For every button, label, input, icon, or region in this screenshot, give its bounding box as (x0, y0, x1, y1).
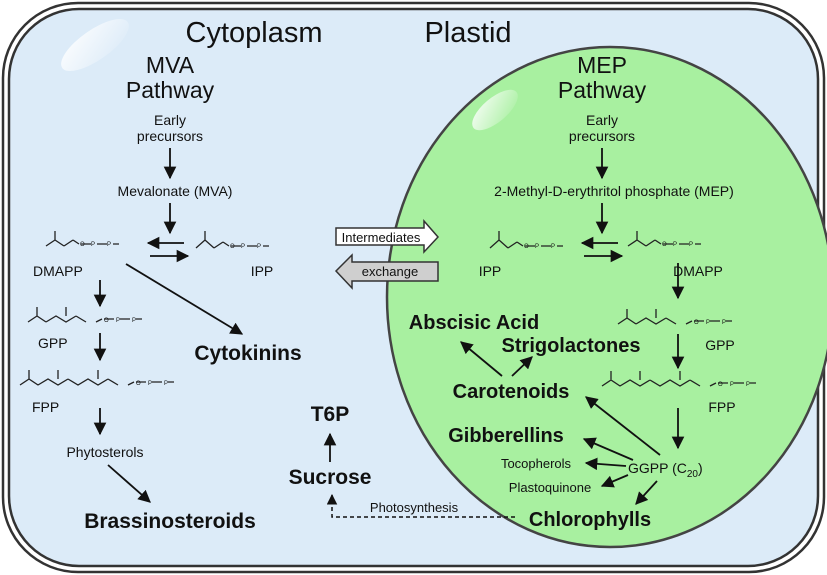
fpp-label-cyto: FPP (32, 399, 59, 415)
svg-text:P: P (673, 242, 677, 248)
cytokinins-label: Cytokinins (194, 342, 301, 365)
chlorophylls-label: Chlorophylls (529, 509, 651, 531)
svg-text:P: P (116, 318, 120, 324)
svg-text:O: O (662, 242, 667, 248)
svg-text:P: P (107, 242, 111, 248)
mep-early-line2: precursors (569, 128, 635, 144)
mva-arrow-dmapp-to-cytokinins (125, 263, 244, 335)
plastid-label: Plastid (424, 17, 511, 49)
svg-text:P: P (164, 381, 168, 387)
mep-title-line2: Pathway (558, 77, 647, 103)
svg-text:O: O (524, 244, 529, 250)
svg-text:P: P (91, 242, 95, 248)
ipp-label-plastid: IPP (479, 263, 502, 279)
ipp-label-cyto: IPP (251, 263, 274, 279)
svg-text:P: P (551, 244, 555, 250)
svg-text:P: P (722, 320, 726, 326)
intermediates-exchange-arrows: Intermediates exchange (334, 219, 440, 290)
gpp-label-plastid: GPP (705, 337, 735, 353)
strigolactones-label: Strigolactones (502, 335, 641, 357)
dmapp-label-cyto: DMAPP (33, 263, 83, 279)
mep-full-label: 2-Methyl-D-erythritol phosphate (MEP) (494, 183, 734, 199)
cytoplasm-label: Cytoplasm (186, 17, 323, 49)
dmapp-label-plastid: DMAPP (673, 263, 723, 279)
mva-title-line2: Pathway (126, 77, 215, 103)
svg-text:P: P (706, 320, 710, 326)
brassinosteroids-label: Brassinosteroids (84, 510, 256, 533)
mep-early-line1: Early (586, 112, 618, 128)
svg-text:P: P (689, 242, 693, 248)
exchange-top-label: Intermediates (342, 230, 421, 245)
svg-text:P: P (746, 382, 750, 388)
gibberellins-label: Gibberellins (448, 425, 564, 447)
mevalonate-label: Mevalonate (MVA) (118, 183, 233, 199)
arrow-ggpp-to-tocopherols (584, 457, 627, 471)
arrow-carotenoids-to-strigolactones (511, 356, 533, 377)
plastid-gloss-highlight (472, 89, 518, 131)
arrow-ggpp-to-carotenoids (585, 396, 661, 456)
exchange-arrow-left (334, 253, 439, 290)
svg-text:P: P (730, 382, 734, 388)
sucrose-label: Sucrose (289, 466, 372, 489)
svg-text:P: P (132, 318, 136, 324)
photosynthesis-dashed-arrow (326, 493, 515, 518)
t6p-label: T6P (311, 403, 350, 426)
ggpp-label: GGPP (C20) (628, 460, 703, 480)
plastid-organelle (385, 45, 827, 549)
fpp-label-plastid: FPP (708, 399, 735, 415)
svg-text:P: P (535, 244, 539, 250)
arrow-carotenoids-to-abscisic (460, 341, 503, 377)
svg-text:O: O (80, 242, 85, 248)
svg-text:P: P (148, 381, 152, 387)
mva-early-line1: Early (154, 112, 186, 128)
mva-arrow-phytosterols-to-brassinosteroids (107, 464, 151, 503)
exchange-bottom-label: exchange (362, 264, 418, 279)
arrow-ggpp-to-chlorophylls (635, 480, 658, 505)
svg-text:O: O (104, 318, 109, 324)
abscisic-acid-label: Abscisic Acid (409, 312, 539, 334)
mep-title-line1: MEP (577, 52, 627, 78)
svg-text:O: O (694, 320, 699, 326)
gpp-label-cyto: GPP (38, 335, 68, 351)
tocopherols-label: Tocopherols (501, 456, 572, 471)
svg-text:O: O (136, 381, 141, 387)
exchange-arrow-right (335, 219, 440, 254)
phytosterols-label: Phytosterols (66, 444, 143, 460)
svg-text:P: P (257, 244, 261, 250)
svg-text:P: P (241, 244, 245, 250)
photosynthesis-label: Photosynthesis (370, 500, 459, 515)
arrow-ggpp-to-gibberellins (582, 437, 634, 461)
carotenoids-label: Carotenoids (453, 381, 570, 403)
plastoquinone-label: Plastoquinone (509, 480, 591, 495)
mva-early-line2: precursors (137, 128, 203, 144)
arrow-ggpp-to-plastoquinone (600, 474, 629, 488)
mva-title-line1: MVA (146, 52, 195, 78)
svg-text:O: O (718, 382, 723, 388)
svg-text:O: O (230, 244, 235, 250)
cell-gloss-highlight (61, 18, 129, 72)
